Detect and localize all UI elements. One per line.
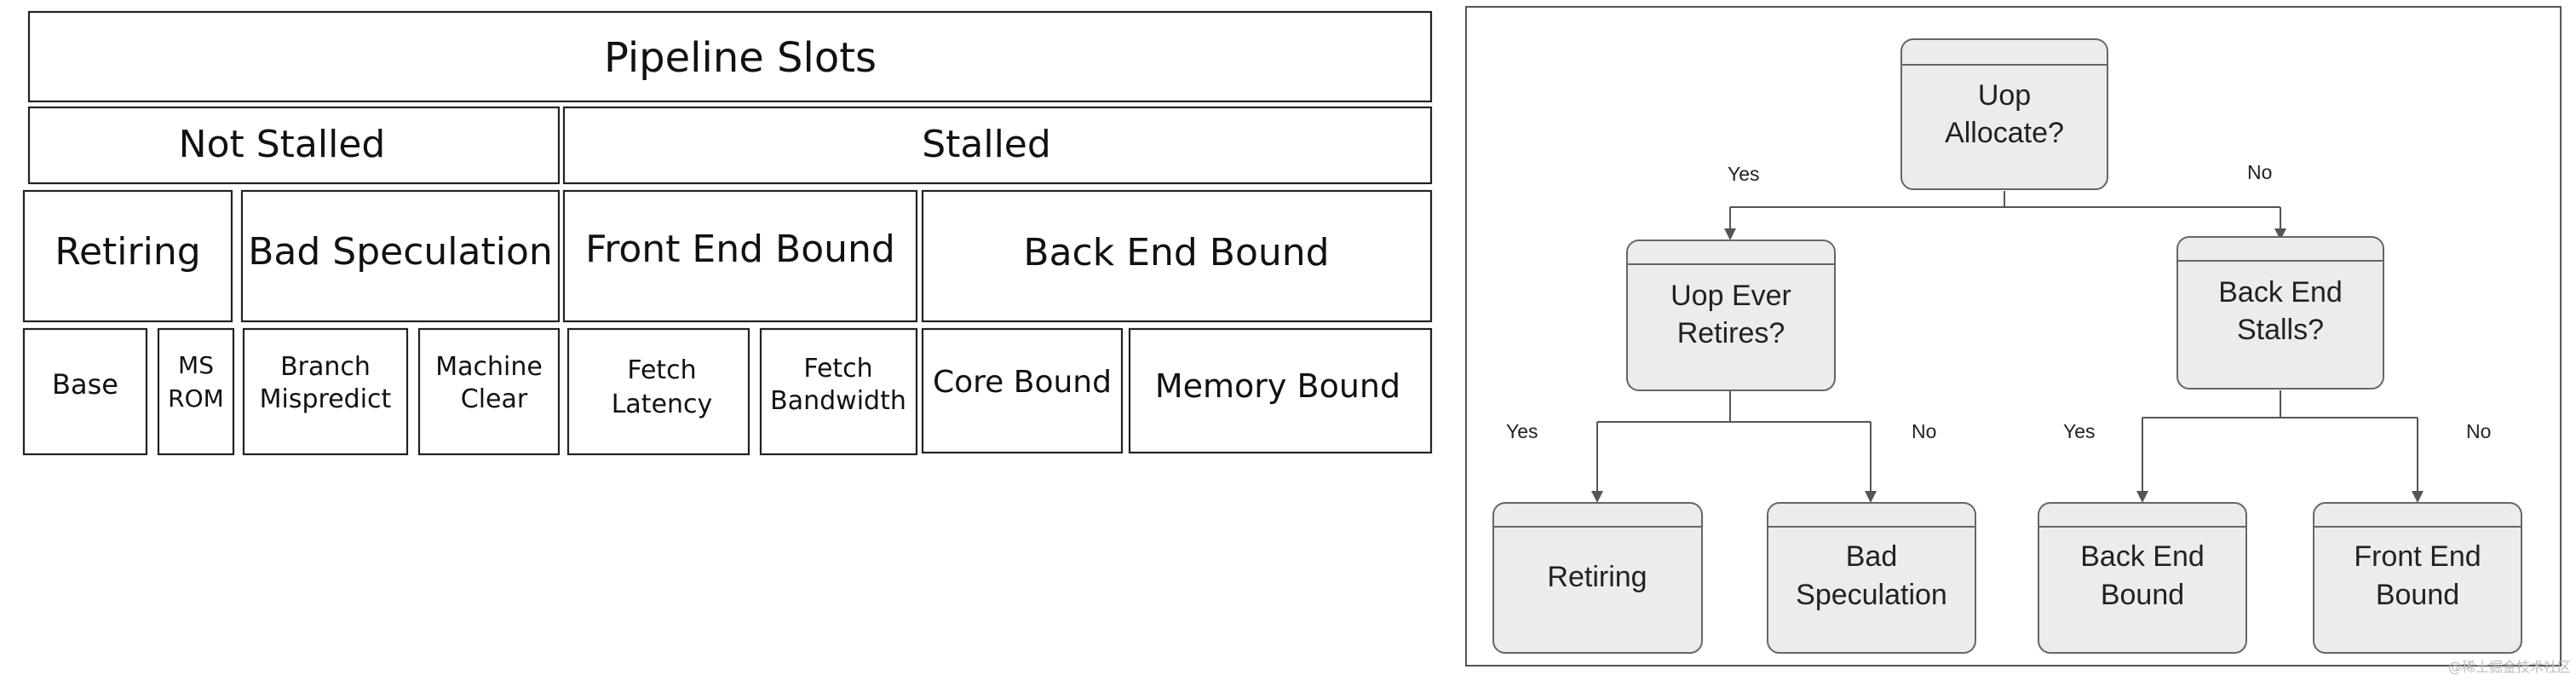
arrow-left-right xyxy=(1865,491,1877,503)
edge-label-right-no: No xyxy=(2466,420,2491,442)
node-uop-allocate-line1: Uop xyxy=(1978,79,2031,112)
back-end-bound-cell xyxy=(921,189,1433,323)
stalled-cell xyxy=(562,106,1433,185)
arrow-root-left xyxy=(1724,228,1736,240)
base-label: Base xyxy=(52,368,118,401)
node-back-end-stalls-line2: Stalls? xyxy=(2237,314,2324,346)
leaf-bad-speculation: Bad Speculation xyxy=(1767,502,1976,654)
ms-rom-label-line1: MS xyxy=(178,351,214,379)
fetch-bandwidth-label-line1: Fetch xyxy=(803,354,872,384)
retiring-cell xyxy=(22,189,233,323)
memory-bound-label: Memory Bound xyxy=(1155,367,1400,405)
ms-rom-cell xyxy=(157,327,235,456)
node-uop-ever-retires-line2: Retires? xyxy=(1677,317,1785,349)
node-uop-ever-retires: Uop Ever Retires? xyxy=(1626,240,1836,391)
base-cell xyxy=(22,327,148,456)
branch-mispredict-label-line1: Branch xyxy=(280,352,371,382)
leaf-retiring: Retiring xyxy=(1492,502,1703,654)
edge-label-right-yes: Yes xyxy=(2063,420,2096,442)
not-stalled-label: Not Stalled xyxy=(179,123,386,166)
node-back-end-stalls-line1: Back End xyxy=(2218,276,2343,309)
fetch-latency-cell xyxy=(566,327,750,456)
arrow-left-left xyxy=(1591,491,1603,503)
watermark: @稀土掘金技术社区 xyxy=(2448,659,2571,675)
edge-label-left-no: No xyxy=(1912,420,1936,442)
front-end-bound-label: Front End Bound xyxy=(585,228,895,271)
machine-clear-label-line1: Machine xyxy=(435,352,543,382)
node-uop-allocate-line2: Allocate? xyxy=(1945,117,2064,149)
front-end-bound-cell xyxy=(562,189,918,323)
core-bound-cell xyxy=(921,327,1124,454)
leaf-front-end-bound-line1: Front End xyxy=(2354,540,2481,573)
fetch-latency-label-line2: Latency xyxy=(612,390,713,419)
stalled-label: Stalled xyxy=(922,123,1051,166)
branch-mispredict-label-line2: Mispredict xyxy=(260,384,392,414)
node-uop-ever-retires-line1: Uop Ever xyxy=(1670,280,1791,312)
fetch-bandwidth-label-line2: Bandwidth xyxy=(770,386,906,416)
leaf-retiring-line1: Retiring xyxy=(1547,561,1647,593)
leaf-bad-speculation-line2: Speculation xyxy=(1796,579,1947,611)
edge-label-left-yes: Yes xyxy=(1506,420,1538,442)
node-uop-allocate: Uop Allocate? xyxy=(1900,38,2108,190)
arrow-root-right xyxy=(2274,228,2286,240)
memory-bound-cell xyxy=(1128,327,1433,454)
node-back-end-stalls: Back End Stalls? xyxy=(2176,236,2384,390)
fetch-bandwidth-cell xyxy=(759,327,918,456)
arrow-right-left xyxy=(2136,491,2148,503)
edge-label-root-yes: Yes xyxy=(1728,163,1760,185)
machine-clear-cell xyxy=(417,327,561,456)
leaf-front-end-bound: Front End Bound xyxy=(2313,502,2522,654)
machine-clear-label-line2: Clear xyxy=(461,384,528,414)
decision-flowchart: Yes No Yes No Yes No Uop Allocate? Uop E… xyxy=(1465,6,2562,667)
leaf-bad-speculation-line1: Bad xyxy=(1846,540,1898,573)
branch-mispredict-cell xyxy=(242,327,409,456)
leaf-back-end-bound-line2: Bound xyxy=(2101,579,2184,611)
ms-rom-label-line2: ROM xyxy=(168,384,224,413)
retiring-label: Retiring xyxy=(55,230,200,274)
leaf-back-end-bound-line1: Back End xyxy=(2080,540,2205,573)
not-stalled-cell xyxy=(27,106,561,185)
flowchart-edges xyxy=(1591,191,2424,503)
bad-speculation-label: Bad Speculation xyxy=(248,230,553,274)
fetch-latency-label-line1: Fetch xyxy=(627,355,696,385)
edge-label-root-no: No xyxy=(2247,161,2272,183)
bad-speculation-cell xyxy=(240,189,561,323)
back-end-bound-label: Back End Bound xyxy=(1023,231,1329,274)
core-bound-label: Core Bound xyxy=(933,365,1112,400)
leaf-front-end-bound-line2: Bound xyxy=(2376,579,2459,611)
arrow-right-right xyxy=(2412,491,2424,503)
leaf-back-end-bound: Back End Bound xyxy=(2038,502,2247,654)
pipeline-slots-label: Pipeline Slots xyxy=(604,34,877,82)
pipeline-slots-cell xyxy=(27,10,1433,103)
pipeline-slots-table: Pipeline Slots Not Stalled Stalled Retir… xyxy=(22,10,1433,456)
